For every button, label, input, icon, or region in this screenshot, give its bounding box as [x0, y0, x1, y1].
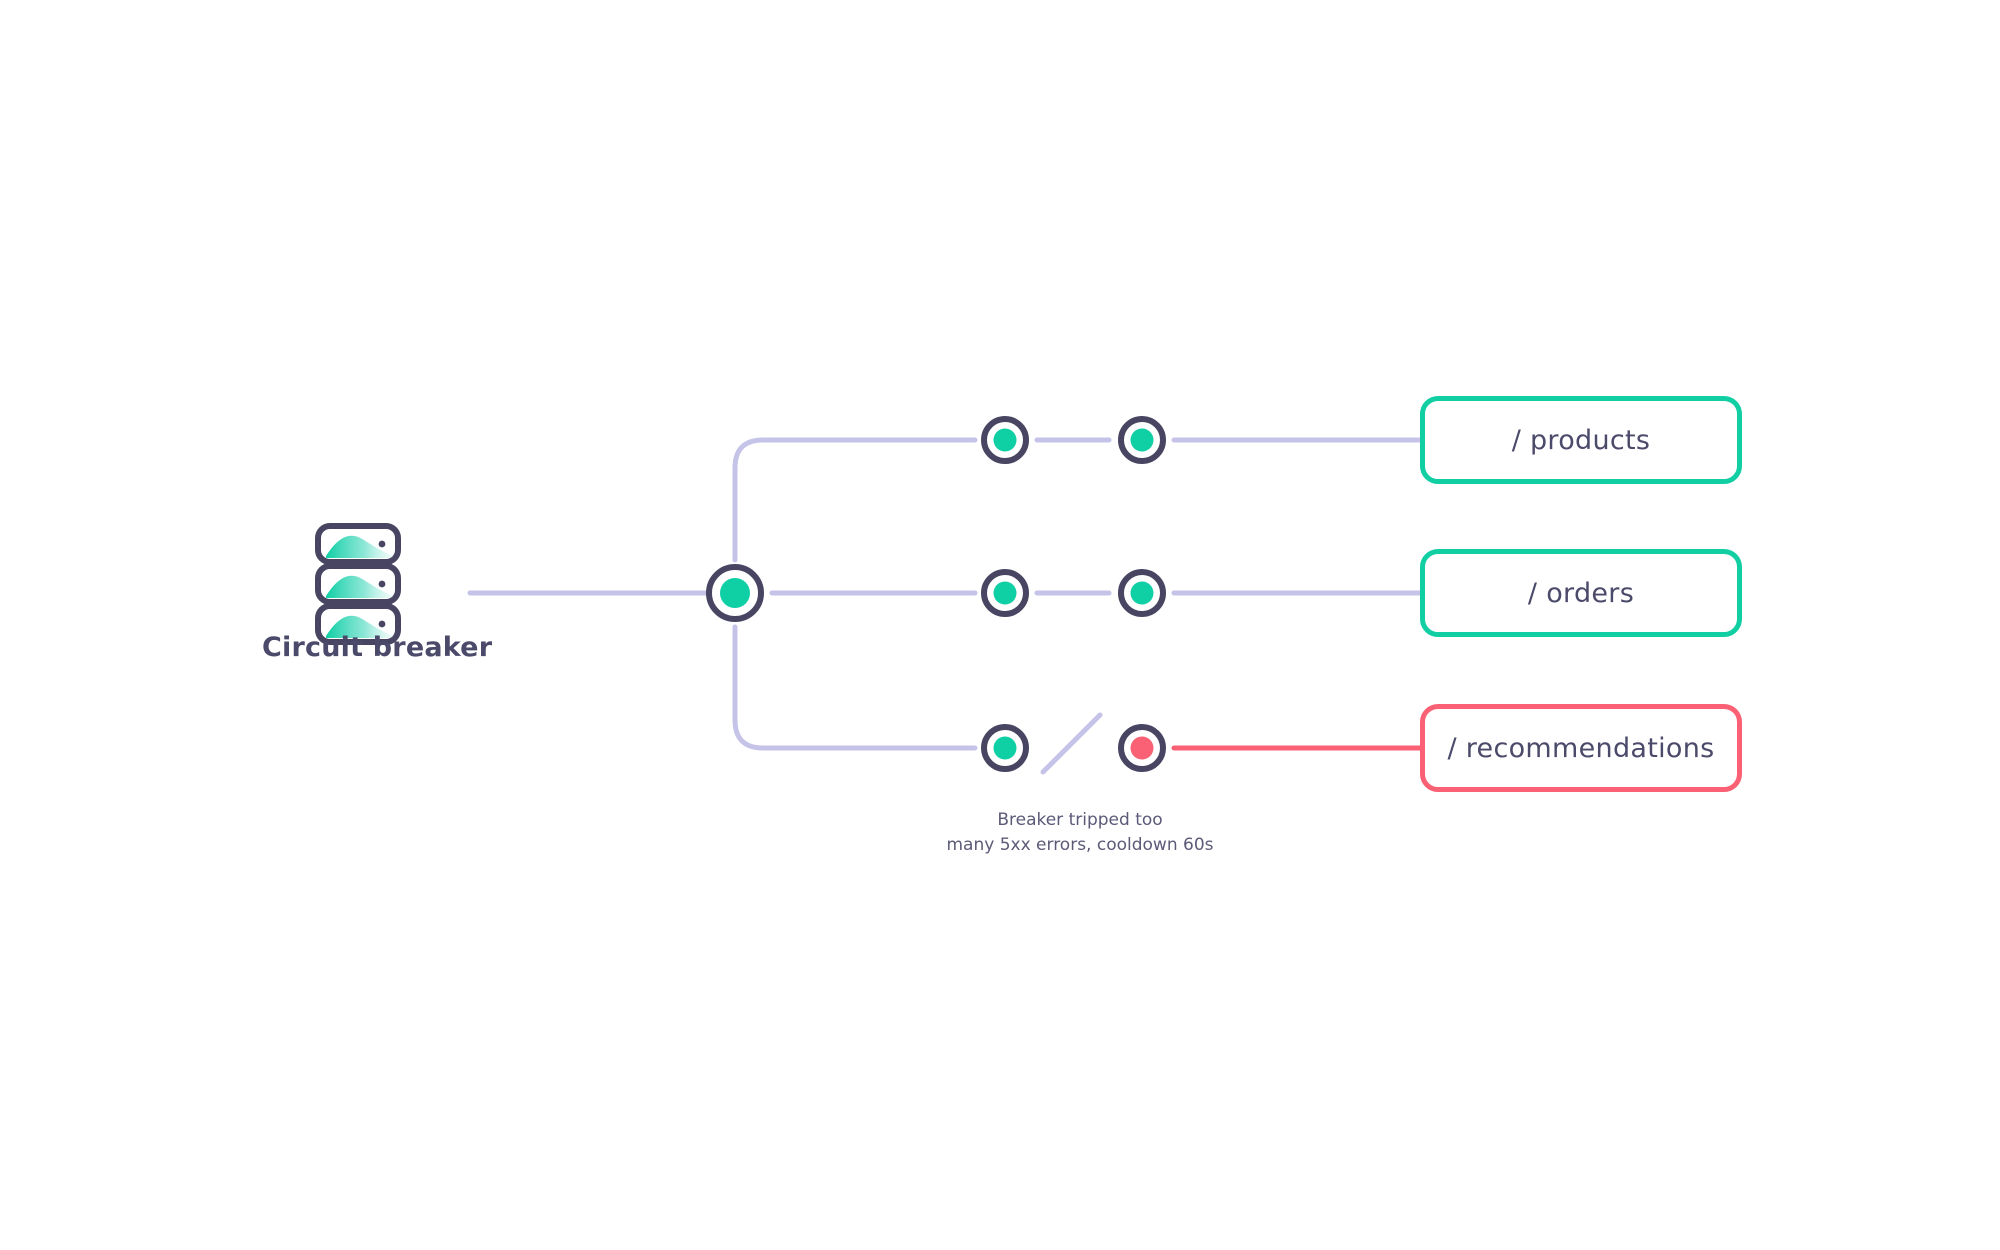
endpoint-label-recommendations: / recommendations — [1447, 732, 1715, 764]
recommendations-node-2[interactable] — [1118, 724, 1166, 772]
endpoint-box-orders[interactable]: / orders — [1420, 549, 1742, 637]
source-label: Circuit breaker — [262, 632, 493, 663]
node-layer — [706, 416, 1166, 772]
recommendations-node-1[interactable] — [981, 724, 1029, 772]
server-slice-1 — [315, 523, 401, 565]
products-node-2[interactable] — [1118, 416, 1166, 464]
link-junction-to-products — [732, 437, 978, 563]
endpoint-box-products[interactable]: / products — [1420, 396, 1742, 484]
branch-junction-node[interactable] — [706, 564, 764, 622]
server-rack-icon — [315, 523, 401, 645]
products-node-1[interactable] — [981, 416, 1029, 464]
endpoint-label-orders: / orders — [1527, 577, 1635, 609]
endpoint-label-products: / products — [1511, 424, 1651, 456]
connector-layer — [467, 437, 1423, 775]
orders-node-1[interactable] — [981, 569, 1029, 617]
breaker-tripped-caption: Breaker tripped too many 5xx errors, coo… — [946, 810, 1214, 855]
server-slice-2 — [315, 563, 401, 605]
orders-node-2[interactable] — [1118, 569, 1166, 617]
broken-link-slash-icon — [1040, 712, 1103, 775]
server-slice-3 — [315, 603, 401, 645]
link-junction-to-recommendations — [732, 624, 978, 751]
endpoint-box-recommendations[interactable]: / recommendations — [1420, 704, 1742, 792]
